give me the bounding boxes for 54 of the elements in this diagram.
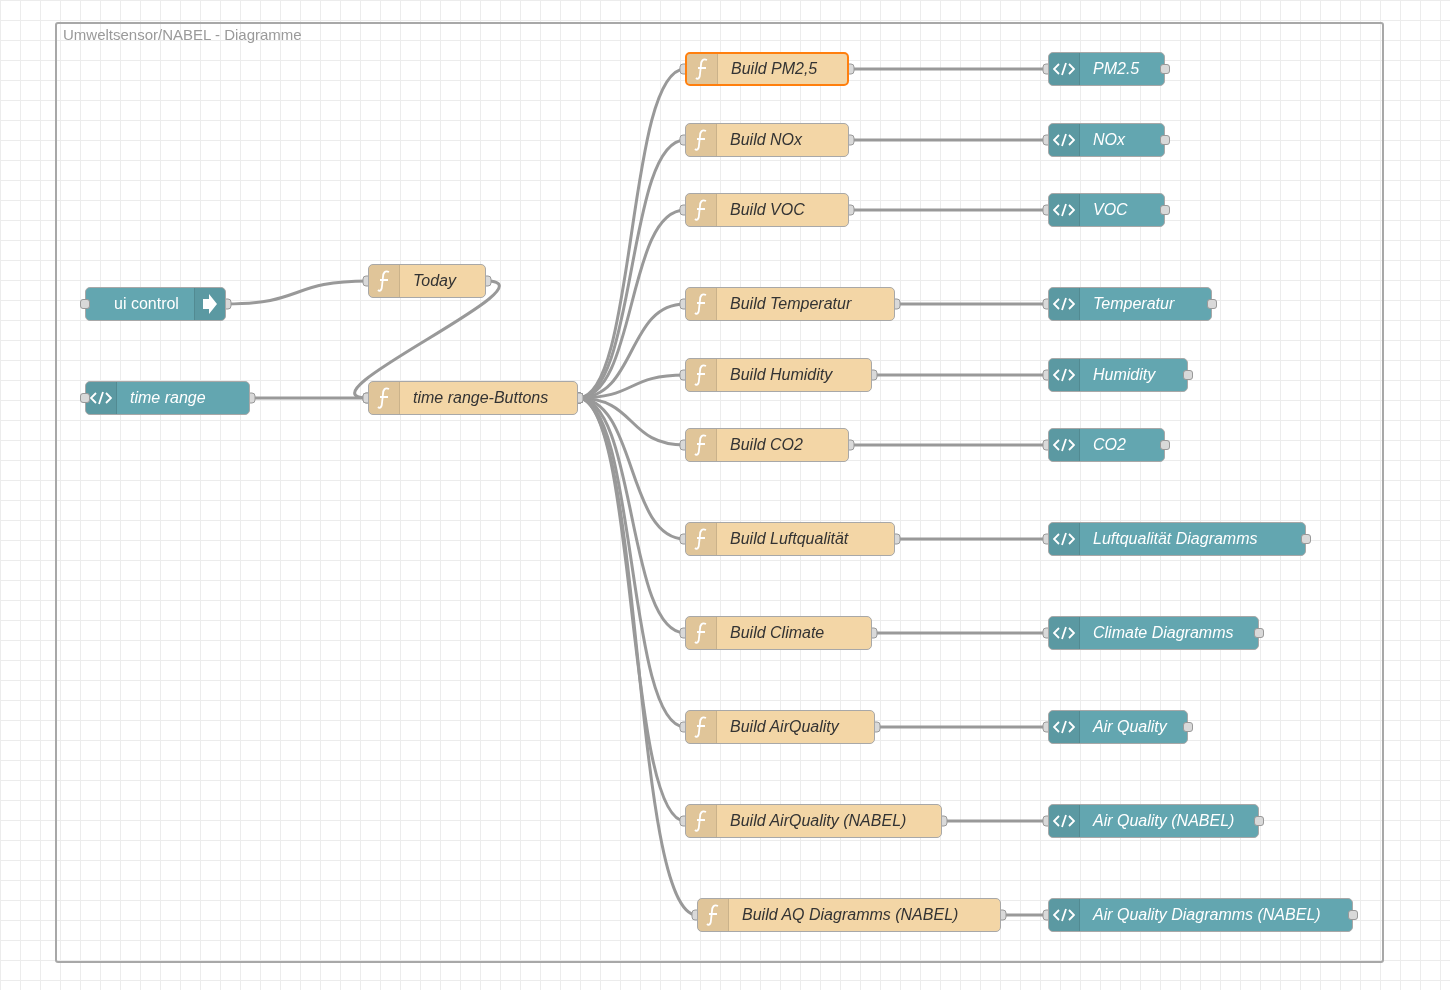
node-label: Build AirQuality (NABEL) — [730, 812, 907, 830]
node-label: time range — [130, 389, 206, 407]
function-node — [368, 264, 486, 298]
node-label: PM2.5 — [1093, 60, 1140, 78]
template-node — [1048, 358, 1188, 392]
node-label: Build CO2 — [730, 436, 803, 454]
node-label: Air Quality Diagramms (NABEL) — [1093, 906, 1321, 924]
function-node — [685, 804, 942, 838]
function-node — [368, 381, 578, 415]
node-label: Air Quality — [1093, 718, 1167, 736]
template-node — [1048, 193, 1165, 227]
group-frame — [55, 22, 1384, 963]
template-node — [1048, 804, 1259, 838]
template-node — [1048, 710, 1188, 744]
node-label: Luftqualität Diagramms — [1093, 530, 1258, 548]
node-label: Build VOC — [730, 201, 805, 219]
node-label: Air Quality (NABEL) — [1093, 812, 1235, 830]
group-title: Umweltsensor/NABEL - Diagramme — [63, 26, 302, 43]
function-node — [685, 616, 872, 650]
node-label: Build AQ Diagramms (NABEL) — [742, 906, 959, 924]
node-label: Build AirQuality — [730, 718, 839, 736]
template-node — [1048, 898, 1353, 932]
node-label: Climate Diagramms — [1093, 624, 1234, 642]
node-label: Build Temperatur — [730, 295, 852, 313]
template-node — [1048, 428, 1165, 462]
template-node — [1048, 616, 1259, 650]
node-label: time range-Buttons — [413, 389, 549, 407]
template-node — [1048, 287, 1212, 321]
node-label: CO2 — [1093, 436, 1126, 454]
node-label: Build Climate — [730, 624, 825, 642]
function-node — [697, 898, 1001, 932]
node-label: Build Luftqualität — [730, 530, 849, 548]
control-node — [85, 287, 226, 321]
node-label: Humidity — [1093, 366, 1156, 384]
template-node — [1048, 123, 1165, 157]
node-label: Build PM2,5 — [731, 60, 818, 78]
template-node — [1048, 52, 1165, 86]
function-node — [685, 123, 849, 157]
function-node — [685, 428, 849, 462]
node-label: Build Humidity — [730, 366, 833, 384]
function-node — [685, 710, 875, 744]
node-label: VOC — [1093, 201, 1128, 219]
node-label: ui control — [114, 295, 179, 313]
function-node — [685, 522, 895, 556]
function-node — [685, 52, 849, 86]
node-label: Temperatur — [1093, 295, 1175, 313]
function-node — [685, 193, 849, 227]
template-node — [85, 381, 250, 415]
function-node — [685, 358, 872, 392]
node-label: Today — [413, 272, 456, 290]
node-label: NOx — [1093, 131, 1125, 149]
function-node — [685, 287, 895, 321]
template-node — [1048, 522, 1306, 556]
node-label: Build NOx — [730, 131, 803, 149]
